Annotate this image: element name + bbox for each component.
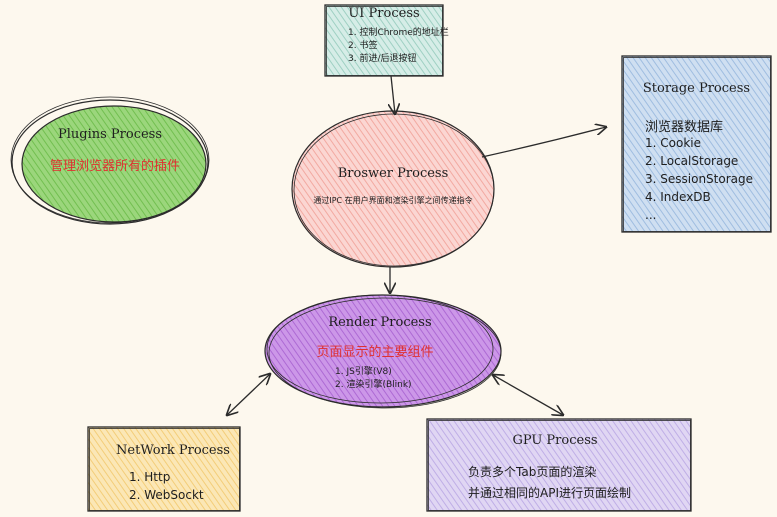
- browser-process-description: 通过IPC 在用户界面和渲染引擎之间传递指令: [313, 196, 473, 205]
- list-item: 1. Http: [129, 470, 171, 484]
- render-process-title: Render Process: [328, 315, 432, 330]
- plugins-process-title: Plugins Process: [57, 127, 163, 142]
- render-process-ellipse[interactable]: [264, 294, 502, 409]
- network-process-title: NetWork Process: [116, 443, 230, 458]
- list-item: 4. IndexDB: [645, 190, 711, 204]
- gpu-process-line-2: 并通过相同的API进行页面绘制: [468, 486, 631, 500]
- arrow-browser-to-storage: [481, 127, 606, 158]
- list-item: 3. 前进/后退按钮: [348, 54, 417, 64]
- ui-process-list: 1. 控制Chrome的地址栏 2. 书签 3. 前进/后退按钮: [348, 27, 449, 66]
- storage-process-box[interactable]: [621, 55, 772, 233]
- network-process-box[interactable]: [87, 426, 241, 512]
- ui-process-title: UI Process: [348, 6, 420, 21]
- browser-process-title: Broswer Process: [337, 166, 449, 181]
- plugins-process-ellipse[interactable]: [10, 96, 210, 225]
- gpu-process-box[interactable]: [426, 418, 692, 512]
- list-item: 2. WebSockt: [129, 488, 204, 502]
- arrow-render-gpu: [493, 375, 563, 415]
- list-item: 3. SessionStorage: [645, 172, 753, 186]
- render-process-subtitle: 页面显示的主要组件: [316, 345, 434, 360]
- list-item: 1. JS引擎(V8): [335, 367, 392, 377]
- arrow-render-network: [227, 374, 270, 415]
- arrow-ui-to-browser: [391, 75, 395, 114]
- list-item: 1. 控制Chrome的地址栏: [348, 28, 449, 38]
- storage-process-heading: 浏览器数据库: [645, 120, 724, 135]
- render-process-list: 1. JS引擎(V8) 2. 渲染引擎(Blink): [335, 366, 412, 392]
- list-item: ...: [645, 208, 657, 222]
- gpu-process-title: GPU Process: [512, 433, 598, 448]
- list-item: 2. LocalStorage: [645, 154, 739, 168]
- browser-process-ellipse[interactable]: [291, 110, 495, 268]
- storage-process-list: 1. Cookie 2. LocalStorage 3. SessionStor…: [645, 134, 753, 224]
- network-process-list: 1. Http 2. WebSockt: [129, 468, 204, 504]
- plugins-process-subtitle: 管理浏览器所有的插件: [49, 159, 180, 174]
- gpu-process-line-1: 负责多个Tab页面的渲染: [468, 465, 597, 479]
- list-item: 2. 书签: [348, 41, 378, 51]
- storage-process-title: Storage Process: [642, 81, 751, 96]
- list-item: 1. Cookie: [645, 136, 701, 150]
- list-item: 2. 渲染引擎(Blink): [335, 380, 412, 390]
- ui-process-box[interactable]: [324, 4, 444, 77]
